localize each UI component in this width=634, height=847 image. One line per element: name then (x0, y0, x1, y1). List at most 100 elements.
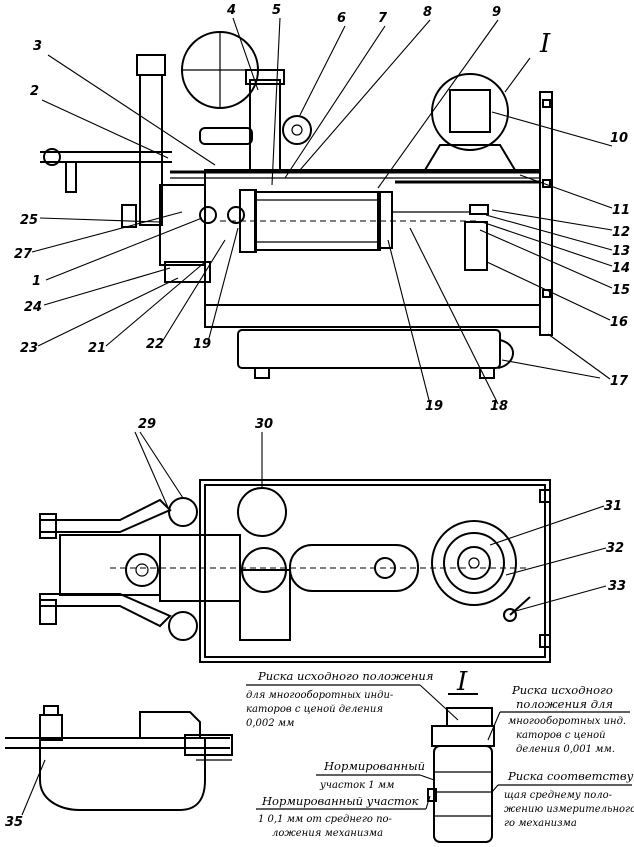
normalized-marker (427, 788, 437, 802)
callout-label: 7 (378, 11, 388, 26)
leader (299, 25, 346, 116)
leader (232, 17, 259, 91)
plan-hub (125, 553, 159, 587)
plan-column-base (239, 569, 291, 641)
note-line: для многооборотных инди- (246, 690, 394, 701)
note-title: Риска исходного (511, 683, 613, 697)
plan-linkage (159, 534, 241, 602)
leader (139, 431, 184, 499)
callout-label: 18 (490, 399, 508, 414)
cylinder-right-cap (377, 191, 393, 249)
callout-label: 17 (610, 374, 629, 389)
plan-housing-outer (199, 479, 551, 663)
base-body (39, 737, 206, 811)
callout-label: 23 (20, 341, 38, 356)
note-title: положения для (516, 697, 613, 711)
leader (43, 267, 171, 306)
leader (377, 19, 499, 189)
callout-label: 30 (255, 417, 273, 432)
leader (501, 359, 601, 379)
leader (134, 431, 171, 513)
plan-lever-knob (503, 608, 517, 622)
note-title: Риска исходного положения (257, 669, 433, 683)
callout-label: 6 (337, 11, 346, 26)
jaw-tip-upper (39, 513, 57, 539)
note-line: каторов с ценой деления (246, 704, 383, 715)
leader (425, 795, 431, 810)
callout-label: 2 (30, 84, 39, 99)
detail-title: I (456, 667, 468, 697)
callout-label: 29 (138, 417, 156, 432)
callout-label: 9 (492, 5, 501, 20)
knob-arm (199, 127, 253, 145)
leader (31, 211, 183, 253)
leader (284, 25, 386, 179)
note-line: ложения механизма (272, 828, 383, 839)
base-plate (204, 304, 541, 328)
leader (481, 221, 613, 267)
callout-label: 16 (610, 315, 628, 330)
plan-clamp-top (168, 497, 198, 527)
leader (47, 54, 216, 166)
callout-label: 10 (610, 131, 628, 146)
plan-indicator-core (457, 546, 491, 580)
side-view (40, 31, 553, 379)
plan-hub-center (135, 563, 149, 577)
note-line: 0,002 мм (246, 718, 294, 729)
jaw-upper (39, 498, 172, 533)
note-title: Нормированный (323, 759, 425, 773)
contact-tip (469, 204, 489, 215)
callout-label: 19 (193, 337, 211, 352)
leader (21, 759, 46, 816)
callout-label: 22 (146, 337, 164, 352)
left-post-top (136, 54, 166, 76)
callout-label: 12 (612, 225, 630, 240)
plan-column-top (237, 487, 287, 537)
callout-label: 25 (20, 213, 38, 228)
callout-label: 14 (612, 261, 630, 276)
leader (299, 19, 431, 171)
right-indicator-dial (431, 73, 509, 151)
plan-housing (204, 484, 546, 658)
post-left (39, 714, 63, 741)
callout-label: 27 (14, 247, 33, 262)
note-line: 1 0,1 мм от среднего по- (258, 814, 393, 825)
leader (511, 585, 607, 613)
callout-label: 5 (272, 3, 281, 18)
right-bracket (539, 91, 553, 336)
foot-right (479, 367, 495, 379)
leader (491, 111, 613, 147)
leader (489, 505, 605, 546)
lever-pivot (43, 148, 61, 166)
plan-indicator-ring (443, 532, 505, 594)
plan-clamp-bottom (168, 611, 198, 641)
leader (161, 239, 226, 343)
leader (547, 333, 611, 380)
view-title: I (539, 29, 551, 59)
plan-corner-top (539, 489, 551, 503)
callout-label: 11 (612, 203, 630, 218)
callout-label: 19 (425, 399, 443, 414)
bracket-bolt-top (542, 99, 551, 108)
clamp-block (184, 734, 233, 756)
plan-corner-bottom (539, 634, 551, 648)
leader (504, 57, 531, 93)
vertical-column (249, 79, 281, 173)
indicator-barrel (433, 745, 493, 843)
plan-view-callouts: 29 30 31 32 33 (134, 417, 626, 613)
lever-pin (65, 161, 77, 193)
side-view-leaders (31, 17, 613, 405)
note-line: щая среднему поло- (504, 790, 613, 801)
detail-view: I Риска исходного положения для многообо… (246, 667, 634, 843)
leader (491, 209, 613, 231)
callout-label: 3 (33, 39, 42, 54)
lower-clamp (164, 261, 211, 283)
leader (519, 174, 613, 209)
leader (419, 774, 435, 781)
support-clip (497, 339, 514, 369)
callout-label: 1 (32, 274, 41, 289)
leader (37, 277, 179, 347)
callout-label: 13 (612, 244, 630, 259)
note-title: Нормированный участок (261, 794, 419, 808)
callout-label: 24 (24, 300, 42, 315)
